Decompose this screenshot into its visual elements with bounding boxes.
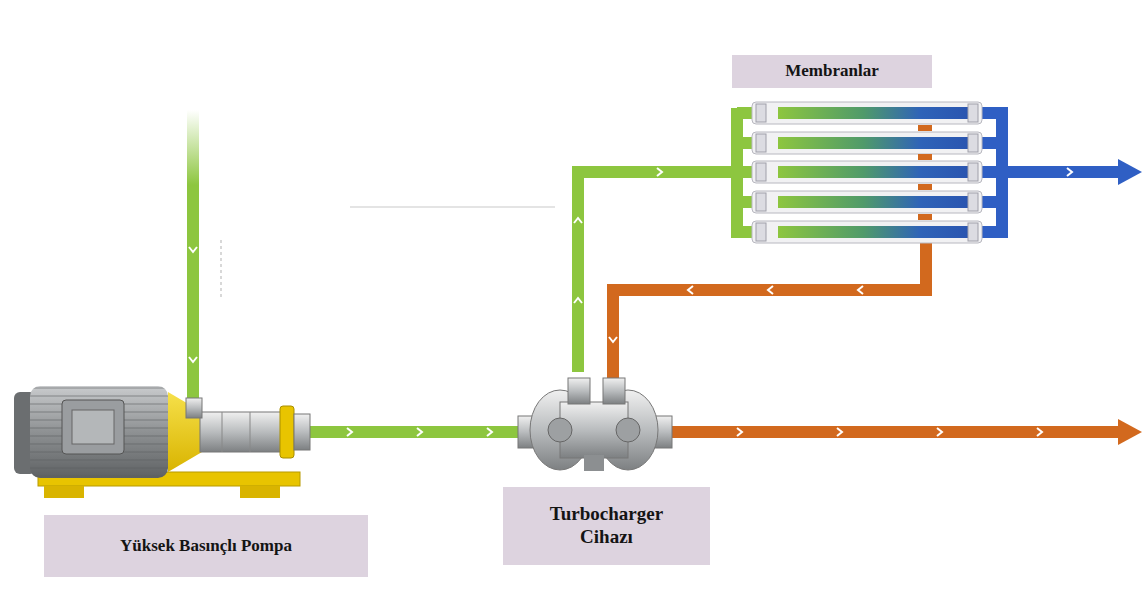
permeate-arrow [1118, 159, 1142, 185]
part-label: Membranlar [732, 55, 932, 88]
membrane-cap [968, 134, 978, 152]
membrane-tube [752, 221, 982, 243]
membrane-cap [756, 193, 766, 211]
brine-mark [918, 154, 932, 160]
feed-pipe [300, 108, 760, 432]
flow-chevron [189, 357, 197, 362]
membrane-stack [752, 102, 982, 243]
faint-line [220, 240, 222, 298]
membrane-tube [752, 191, 982, 213]
membrane-cap [756, 223, 766, 241]
label-text: Membranlar [785, 61, 878, 81]
brine-mark [918, 214, 932, 220]
brine-mark [918, 125, 932, 131]
membrane-cap [756, 134, 766, 152]
brine-pipe [613, 240, 1122, 432]
flow-chevron [609, 337, 617, 342]
brine-mark [918, 184, 932, 190]
membrane-cap [756, 163, 766, 181]
label-text: Turbocharger Cihazı [532, 503, 682, 549]
part-label: Turbocharger Cihazı [503, 487, 710, 565]
flow-chevron [688, 286, 693, 294]
flow-chevron [1067, 168, 1072, 176]
part-label: Yüksek Basınçlı Pompa [44, 515, 368, 577]
flow-chevron [768, 286, 773, 294]
membrane-core [778, 196, 968, 208]
label-text: Yüksek Basınçlı Pompa [120, 536, 292, 556]
flow-chevron [417, 428, 422, 436]
membrane-cap [968, 223, 978, 241]
flow-chevron [737, 428, 742, 436]
membrane-cap [968, 193, 978, 211]
membrane-cap [968, 163, 978, 181]
flow-chevron [574, 298, 582, 303]
pump-illustration [14, 386, 310, 498]
flow-chevron [937, 428, 942, 436]
membrane-cap [756, 104, 766, 122]
membrane-tube [752, 161, 982, 183]
flow-chevron [347, 428, 352, 436]
turbocharger-illustration [518, 378, 672, 471]
flow-chevron [1037, 428, 1042, 436]
flow-chevron [487, 428, 492, 436]
membrane-core [778, 137, 968, 149]
faint-line [350, 206, 555, 208]
membrane-cap [968, 104, 978, 122]
permeate-pipe [975, 107, 1122, 238]
membrane-core [778, 107, 968, 119]
feed-pipe [187, 110, 199, 410]
flow-chevron [657, 168, 662, 176]
membrane-tube [752, 132, 982, 154]
membrane-core [778, 226, 968, 238]
brine-arrow [1118, 419, 1142, 445]
membrane-core [778, 166, 968, 178]
flow-chevron [858, 286, 863, 294]
membrane-tube [752, 102, 982, 124]
flow-chevron [837, 428, 842, 436]
flow-chevron [189, 247, 197, 252]
flow-chevron [574, 218, 582, 223]
